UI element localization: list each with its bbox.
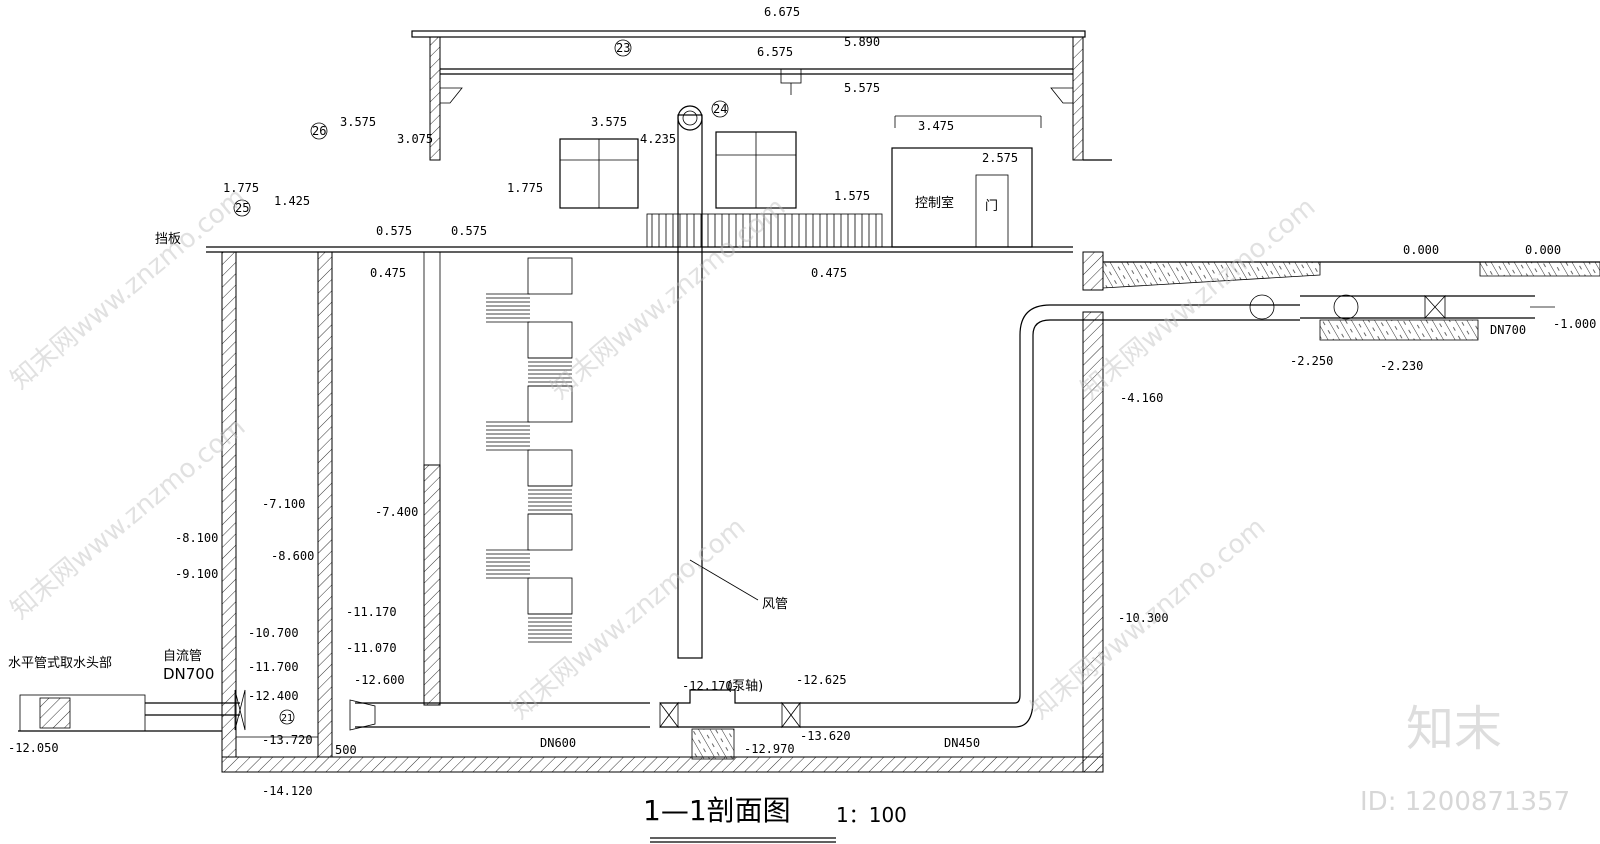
elev-0000-b: 0.000 <box>1525 243 1561 257</box>
elev-0475-left: 0.475 <box>370 266 406 280</box>
elev-1575: 1.575 <box>834 189 870 203</box>
callout-24: 24 <box>713 102 727 116</box>
watermark-tile-2: 知末网www.znzmo.com <box>545 192 791 405</box>
elev-0475-floor: 0.475 <box>811 266 847 280</box>
annotations: 水平管式取水头部 自流管 DN700 挡板 控制室 门 风管 (泵轴) DN60… <box>8 195 1526 750</box>
dn700-outlet-label: DN700 <box>1490 323 1526 337</box>
dn450-label: DN450 <box>944 736 980 750</box>
callout-26: 26 <box>312 124 326 138</box>
elev-5575: 5.575 <box>844 81 880 95</box>
dn600-label: DN600 <box>540 736 576 750</box>
elev-2575: 2.575 <box>982 151 1018 165</box>
elev-6575: 6.575 <box>757 45 793 59</box>
scale-text: 1：100 <box>836 803 907 827</box>
elev-3575-window: 3.575 <box>591 115 627 129</box>
watermark-brand: 知末 <box>1406 701 1502 757</box>
watermark: 知末 ID: 1200871357 知末网www.znzmo.com 知末网ww… <box>5 182 1570 817</box>
elev-m12970: -12.970 <box>744 742 795 756</box>
callouts: 23 24 25 26 21 <box>233 39 729 725</box>
callout-23: 23 <box>616 41 630 55</box>
elev-m11070: -11.070 <box>346 641 397 655</box>
stair-flight <box>527 449 573 515</box>
pump-shaft-label: (泵轴) <box>727 679 763 694</box>
elev-m12050: -12.050 <box>8 741 59 755</box>
gravity-pipe-label: 自流管 <box>163 649 202 664</box>
elev-m12170: -12.170 <box>682 679 733 693</box>
elev-0000-a: 0.000 <box>1403 243 1439 257</box>
pipework <box>18 294 1555 760</box>
stair-flight <box>527 577 573 643</box>
elev-5890: 5.890 <box>844 35 880 49</box>
elevation-labels: 6.675 6.575 5.890 5.575 4.235 3.575 3.57… <box>8 5 1596 798</box>
door-label: 门 <box>985 199 998 214</box>
elev-m2230: -2.230 <box>1380 359 1423 373</box>
watermark-tile-1: 知末网www.znzmo.com <box>5 182 251 395</box>
elev-m10700: -10.700 <box>248 626 299 640</box>
elev-0575-left: 0.575 <box>376 224 412 238</box>
elev-1425: 1.425 <box>274 194 310 208</box>
elev-m10300: -10.300 <box>1118 611 1169 625</box>
callout-25: 25 <box>235 201 249 215</box>
dimension-500: 500 <box>335 743 357 757</box>
elev-m14120: -14.120 <box>262 784 313 798</box>
elev-m2250: -2.250 <box>1290 354 1333 368</box>
elev-m11700: -11.700 <box>248 660 299 674</box>
control-room-label: 控制室 <box>915 195 954 211</box>
air-duct-label: 风管 <box>762 597 788 612</box>
watermark-tile-6: 知末网www.znzmo.com <box>1025 512 1271 725</box>
elev-3075: 3.075 <box>397 132 433 146</box>
elev-m12625: -12.625 <box>796 673 847 687</box>
elev-m13720: -13.720 <box>262 733 313 747</box>
substructure <box>221 105 1600 773</box>
gravity-pipe-dn: DN700 <box>163 665 214 683</box>
elev-0575-right: 0.575 <box>451 224 487 238</box>
elev-m7100: -7.100 <box>262 497 305 511</box>
stair-flight <box>486 513 573 579</box>
baffle-label: 挡板 <box>155 232 181 247</box>
elev-m8100: -8.100 <box>175 531 218 545</box>
elev-6675: 6.675 <box>764 5 800 19</box>
elev-1775-mid: 1.775 <box>507 181 543 195</box>
elev-m11170: -11.170 <box>346 605 397 619</box>
elev-m7400: -7.400 <box>375 505 418 519</box>
elev-m13620: -13.620 <box>800 729 851 743</box>
elev-m12400: -12.400 <box>248 689 299 703</box>
stair-flight <box>486 385 573 451</box>
intake-head-label: 水平管式取水头部 <box>8 656 112 671</box>
drawing-title: 1—1剖面图 1：100 <box>643 794 907 843</box>
elev-m4160: -4.160 <box>1120 391 1163 405</box>
elev-3575-left: 3.575 <box>340 115 376 129</box>
watermark-tile-5: 知末网www.znzmo.com <box>505 512 751 725</box>
elev-m9100: -9.100 <box>175 567 218 581</box>
elev-1775-left: 1.775 <box>223 181 259 195</box>
elev-4235: 4.235 <box>640 132 676 146</box>
elev-m1000: -1.000 <box>1553 317 1596 331</box>
stair-flight <box>486 257 573 323</box>
callout-21: 21 <box>281 713 293 724</box>
watermark-tile-4: 知末网www.znzmo.com <box>5 412 251 625</box>
elev-m8600: -8.600 <box>271 549 314 563</box>
watermark-tile-3: 知末网www.znzmo.com <box>1075 192 1321 405</box>
watermark-id: ID: 1200871357 <box>1360 787 1570 817</box>
superstructure <box>206 30 1112 253</box>
elev-3475: 3.475 <box>918 119 954 133</box>
title-text: 1—1剖面图 <box>643 794 791 827</box>
elev-m12600: -12.600 <box>354 673 405 687</box>
